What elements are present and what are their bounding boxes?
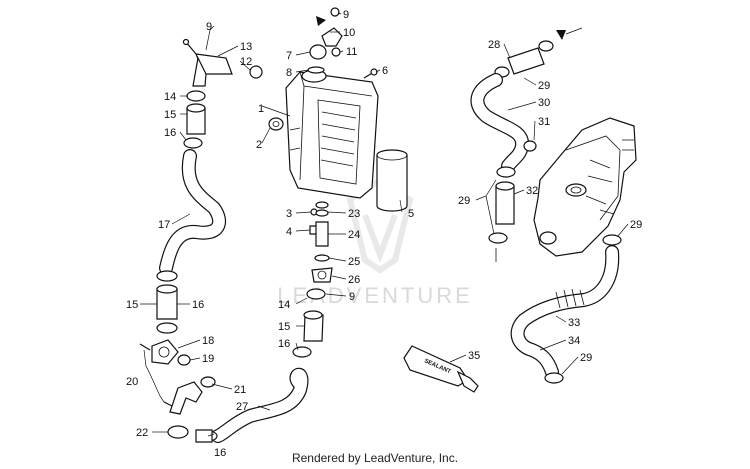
hose-17 [159, 149, 227, 275]
callout-21: 21 [234, 384, 246, 396]
callout-7: 7 [286, 50, 292, 62]
callout-17: 17 [158, 219, 170, 231]
callout-29c: 29 [630, 219, 642, 231]
callout-14a: 14 [164, 91, 176, 103]
oil-tank [285, 69, 379, 199]
tank-cap [307, 7, 343, 74]
callout-28: 28 [488, 39, 500, 51]
callout-31: 31 [538, 116, 550, 128]
callout-18: 18 [202, 335, 214, 347]
callout-29a: 29 [538, 80, 550, 92]
right-hose-28 [494, 40, 554, 78]
callout-4: 4 [286, 226, 292, 238]
callout-1: 1 [258, 103, 264, 115]
left-clamp-hose-mid [156, 270, 178, 334]
lower-fitting-18-19 [139, 339, 191, 366]
callout-23: 23 [348, 208, 360, 220]
tank-outlet-parts [309, 201, 333, 283]
callout-labels: 1 2 3 4 5 6 7 8 9 9 9 10 11 12 13 14 14 … [126, 9, 642, 459]
lower-fitting-21 [163, 376, 216, 415]
callout-15a: 15 [164, 109, 176, 121]
callout-22: 22 [136, 427, 148, 439]
callout-15c: 15 [278, 321, 290, 333]
right-clamp-hose-32 [488, 166, 516, 262]
callout-11: 11 [346, 46, 357, 58]
hose-33 [510, 245, 620, 379]
clamp-29-right [602, 234, 622, 246]
callout-24: 24 [348, 229, 360, 241]
callout-9a: 9 [206, 21, 212, 33]
callout-25: 25 [348, 256, 360, 268]
callout-35: 35 [468, 350, 480, 362]
callout-26: 26 [348, 274, 360, 286]
callout-15b: 15 [126, 299, 138, 311]
arrow-marker-top [316, 16, 326, 26]
callout-20: 20 [126, 376, 138, 388]
callout-8: 8 [286, 67, 292, 79]
clamp-29-bottom [544, 372, 564, 384]
clamp-31 [523, 140, 537, 152]
callout-19: 19 [202, 353, 214, 365]
callout-10: 10 [343, 27, 355, 39]
callout-16c: 16 [278, 338, 290, 350]
sealant-tube: SEALANT [403, 345, 479, 393]
callout-33: 33 [568, 317, 580, 329]
callout-16b: 16 [192, 299, 204, 311]
callout-12: 12 [240, 56, 252, 68]
hose-33-bellows [555, 288, 585, 309]
callout-32: 32 [526, 185, 538, 197]
watermark-text: LEADVENTURE [277, 283, 473, 308]
center-hose-group [292, 288, 326, 358]
callout-2: 2 [256, 139, 262, 151]
callout-16d: 16 [214, 447, 226, 459]
callout-3: 3 [286, 208, 292, 220]
bolt-6 [363, 68, 378, 79]
callout-29d: 29 [580, 352, 592, 364]
callout-34: 34 [568, 335, 580, 347]
callout-27: 27 [236, 401, 248, 413]
callout-6: 6 [382, 65, 388, 77]
footer-credit: Rendered by LeadVenture, Inc. [292, 451, 458, 465]
callout-5: 5 [408, 208, 414, 220]
engine-case [533, 117, 637, 257]
callout-14b: 14 [278, 299, 290, 311]
hose-30 [470, 73, 529, 173]
callout-13: 13 [240, 41, 252, 53]
callout-9c: 9 [349, 291, 355, 303]
callout-30: 30 [538, 97, 550, 109]
callout-29b: 29 [458, 195, 470, 207]
hose-27 [211, 367, 309, 443]
callout-16a: 16 [164, 127, 176, 139]
lower-clamps-22 [167, 425, 218, 443]
grommet-2 [268, 117, 284, 131]
left-fitting-13 [182, 38, 263, 87]
left-clamp-hose-top [183, 90, 206, 149]
filter-5 [376, 149, 408, 212]
callout-9b: 9 [343, 9, 349, 21]
arrow-marker-right [556, 30, 566, 40]
leader-lines [140, 12, 629, 437]
